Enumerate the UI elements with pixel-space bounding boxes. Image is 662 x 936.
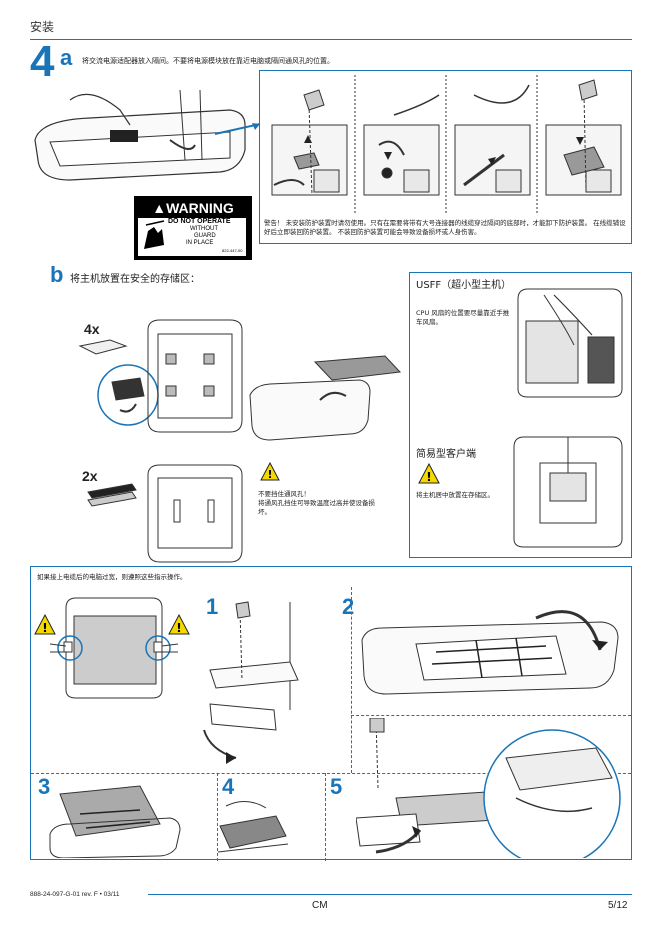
guard-removal-panel: 警告！ 未安装防护装置时请勿使用。只有在需要将带有大号连接器的线缆穿过隔间的底部… <box>259 70 632 244</box>
cable-step-5: 5 <box>330 774 343 799</box>
cart-illustration-4a <box>30 80 260 190</box>
svg-text:!: ! <box>176 621 181 635</box>
warning-label-line3: GUARD <box>194 233 216 239</box>
tray-cable-illustration <box>50 594 178 704</box>
vent-warning-text: 不要挡住通风孔！ 将通风孔挡住可导致温度过高并使设备损坏。 <box>258 490 375 516</box>
usff-title: USFF（超小型主机） <box>416 280 512 291</box>
cable-step-1: 1 <box>206 594 219 619</box>
cable-step-1-illustration <box>180 600 320 768</box>
thin-client-title: 简易型客户端 <box>416 449 476 460</box>
guard-warning-text: 警告！ 未安装防护装置时请勿使用。只有在需要将带有大号连接器的线缆穿过隔间的底部… <box>264 219 626 236</box>
step-letter-a: a <box>60 45 73 70</box>
wide-cable-panel: 如果接上电缆后的电脑过宽，则遵照这些指示操作。 <box>30 566 632 861</box>
warning-label-title: ▲WARNING <box>152 200 234 216</box>
qty-2x: 2x <box>82 468 98 484</box>
cable-step-3: 3 <box>38 774 51 799</box>
section-title: 安装 <box>30 20 55 34</box>
svg-text:!: ! <box>426 470 431 484</box>
footer-rule <box>148 894 632 895</box>
wide-cable-intro: 如果接上电缆后的电脑过宽，则遵照这些指示操作。 <box>37 573 187 581</box>
warning-triangle-icon: ▲ <box>152 200 167 216</box>
usff-illustration <box>514 285 626 401</box>
vent-warning-icon: ! <box>260 462 280 482</box>
cable-step-5-zoom-illustration <box>356 718 628 858</box>
arrow-icon <box>210 120 265 140</box>
instruction-b: 将主机放置在安全的存储区： <box>70 274 200 285</box>
usff-note: CPU 风扇的位置要尽量靠近手推车风扇。 <box>416 309 510 326</box>
page-number: 5/12 <box>608 900 628 911</box>
footer-center: CM <box>312 900 328 911</box>
cable-step-2-illustration <box>356 600 628 710</box>
storage-pads-illustration <box>70 300 410 565</box>
warning-label-code: 822-447-00 <box>222 248 243 253</box>
thin-client-illustration <box>510 433 626 551</box>
header-rule <box>30 39 632 40</box>
step-letter-b: b <box>50 262 64 287</box>
hand-hazard-icon <box>144 220 165 249</box>
guard-step-images <box>264 75 628 213</box>
cable-step-4-illustration <box>216 786 290 858</box>
step-number: 4 <box>30 37 55 86</box>
warning-label-line4: IN PLACE <box>186 240 214 246</box>
instruction-a: 将交流电源适配器放入隔间。不要将电源模块放在靠近电脑或隔间通风孔的位置。 <box>82 57 334 65</box>
cable-step-3-illustration <box>40 774 184 858</box>
warning-label-line1: DO NOT OPERATE <box>168 218 231 225</box>
warning-label-line2: WITHOUT <box>190 226 218 232</box>
svg-text:!: ! <box>267 468 272 481</box>
footer-doc-number: 888-24-097-G-01 rev. F • 03/11 <box>30 891 120 898</box>
cable-warning-icon-right: ! <box>168 614 190 636</box>
qty-4x: 4x <box>84 321 100 337</box>
warning-label: ▲WARNING DO NOT OPERATE WITHOUT GUARD IN… <box>134 196 252 260</box>
thin-client-warning-icon: ! <box>418 463 440 485</box>
cable-warning-icon-left: ! <box>34 614 56 636</box>
cable-step-2: 2 <box>342 594 355 619</box>
thin-client-note: 将主机居中放置在存储区。 <box>416 491 494 499</box>
cable-step-4: 4 <box>222 774 235 799</box>
host-types-panel: USFF（超小型主机） CPU 风扇的位置要尽量靠近手推车风扇。 简易型客户端 … <box>409 272 632 558</box>
svg-text:!: ! <box>42 621 47 635</box>
